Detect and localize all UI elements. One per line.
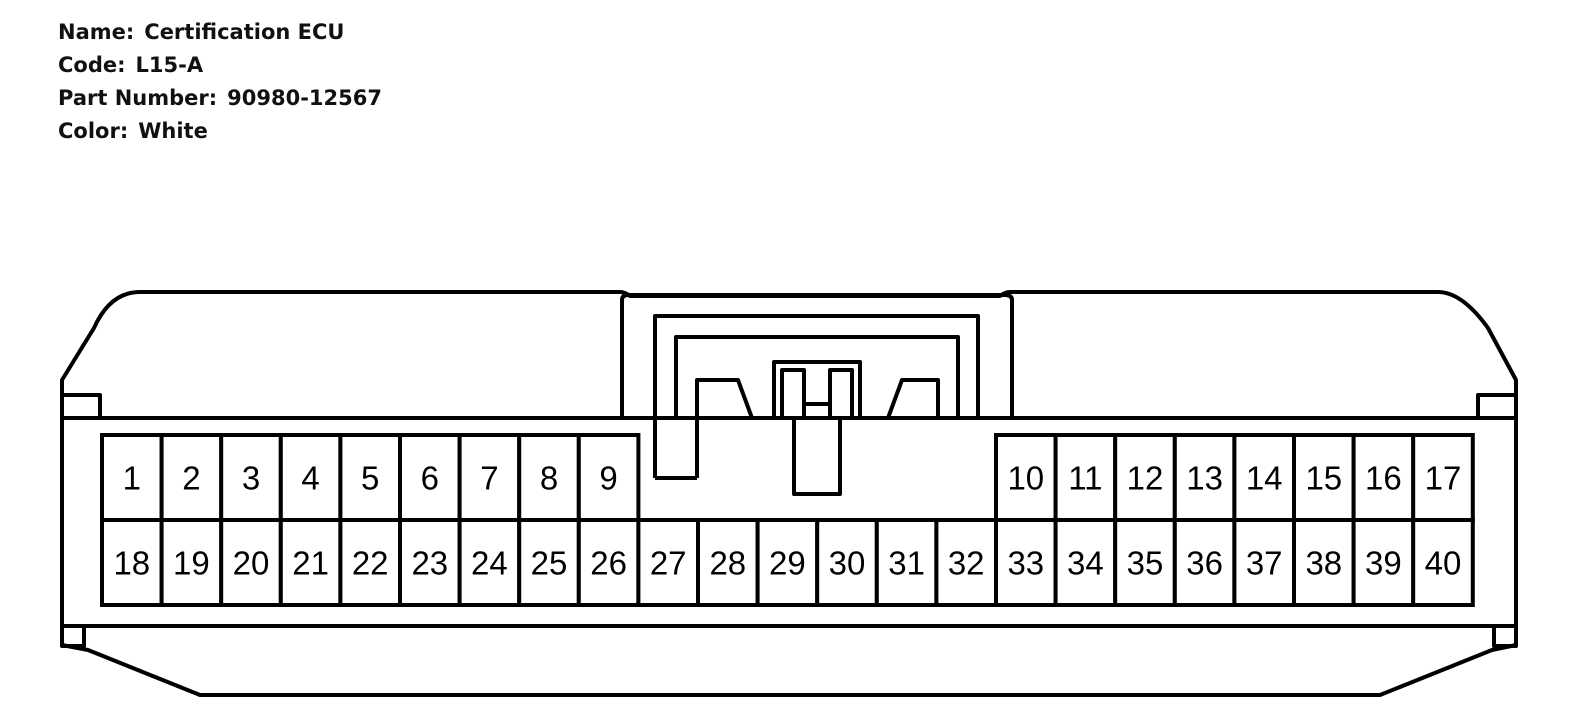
pin-label-28: 28: [709, 545, 746, 582]
pin-label-40: 40: [1425, 545, 1462, 582]
pin-label-30: 30: [829, 545, 866, 582]
pin-cavity-17: [1411, 433, 1475, 522]
pin-label-22: 22: [352, 545, 389, 582]
pin-label-34: 34: [1067, 545, 1104, 582]
part-number-label: Part Number:: [58, 86, 218, 110]
pin-cavity-19: [159, 518, 224, 607]
pin-label-20: 20: [233, 545, 270, 582]
pin-cavity-13: [1172, 433, 1237, 522]
part-number-row: Part Number: 90980-12567: [58, 82, 382, 115]
connector-info: Name: Certification ECU Code: L15-A Part N…: [58, 16, 382, 148]
pin-label-7: 7: [480, 460, 498, 497]
pin-label-12: 12: [1127, 460, 1164, 497]
pin-label-39: 39: [1365, 545, 1402, 582]
lock-raised-block: [620, 293, 1014, 418]
pin-label-33: 33: [1007, 545, 1044, 582]
pin-label-8: 8: [540, 460, 558, 497]
lock-right-pin: [828, 368, 854, 420]
name-value: Certification ECU: [144, 20, 345, 44]
right-latch-top: [1476, 393, 1518, 420]
pin-label-9: 9: [599, 460, 617, 497]
pin-label-23: 23: [411, 545, 448, 582]
code-row: Code: L15-A: [58, 49, 382, 82]
pin-cavity-20: [219, 518, 283, 607]
lock-stem: [792, 416, 842, 496]
pin-cavity-29: [755, 518, 820, 607]
pin-cavity-21: [278, 518, 343, 607]
pin-label-4: 4: [301, 460, 319, 497]
pin-cavity-38: [1292, 518, 1356, 607]
pin-label-16: 16: [1365, 460, 1402, 497]
pin-label-27: 27: [650, 545, 687, 582]
pin-label-37: 37: [1246, 545, 1283, 582]
part-number-value: 90980-12567: [227, 86, 382, 110]
pin-cavity-26: [576, 518, 641, 607]
pin-cavity-27: [636, 518, 701, 607]
pin-label-31: 31: [888, 545, 925, 582]
lock-inner-channel: [674, 335, 960, 478]
color-label: Color:: [58, 119, 129, 143]
pin-label-32: 32: [948, 545, 985, 582]
color-value: White: [138, 119, 208, 143]
color-row: Color: White: [58, 115, 382, 148]
pin-cavity-36: [1172, 518, 1237, 607]
pin-label-14: 14: [1246, 460, 1283, 497]
pin-cavity-12: [1113, 433, 1177, 522]
right-latch-bottom: [1492, 624, 1518, 648]
pin-label-2: 2: [182, 460, 200, 497]
pin-label-11: 11: [1068, 460, 1102, 497]
pin-cavity-10: [994, 433, 1058, 522]
pin-label-38: 38: [1305, 545, 1342, 582]
pin-cavity-40: [1411, 518, 1475, 607]
pin-label-25: 25: [531, 545, 568, 582]
pin-label-15: 15: [1305, 460, 1342, 497]
connector-housing: [60, 290, 1518, 697]
code-label: Code:: [58, 53, 126, 77]
pin-label-13: 13: [1186, 460, 1223, 497]
pin-label-29: 29: [769, 545, 806, 582]
pin-cavity-7: [457, 433, 522, 522]
pin-label-19: 19: [173, 545, 210, 582]
pin-label-1: 1: [123, 460, 141, 497]
lock-left-pin: [780, 368, 806, 420]
pin-label-3: 3: [242, 460, 260, 497]
lock-right-tab: [886, 378, 940, 419]
left-latch-top: [60, 393, 102, 420]
pin-label-24: 24: [471, 545, 508, 582]
pin-label-10: 10: [1007, 460, 1044, 497]
pin-label-6: 6: [421, 460, 439, 497]
lock-left-tab: [695, 378, 754, 419]
pin-label-17: 17: [1425, 460, 1462, 497]
pin-label-5: 5: [361, 460, 379, 497]
pin-label-18: 18: [113, 545, 150, 582]
left-latch-bottom: [60, 624, 86, 648]
lock-outer-channel: [653, 314, 980, 478]
code-value: L15-A: [135, 53, 204, 77]
pin-cavity-35: [1113, 518, 1177, 607]
name-row: Name: Certification ECU: [58, 16, 382, 49]
pin-label-26: 26: [590, 545, 627, 582]
pin-label-35: 35: [1127, 545, 1164, 582]
pin-label-36: 36: [1186, 545, 1223, 582]
name-label: Name:: [58, 20, 135, 44]
pin-cavity-23: [398, 518, 462, 607]
pin-label-21: 21: [292, 545, 329, 582]
